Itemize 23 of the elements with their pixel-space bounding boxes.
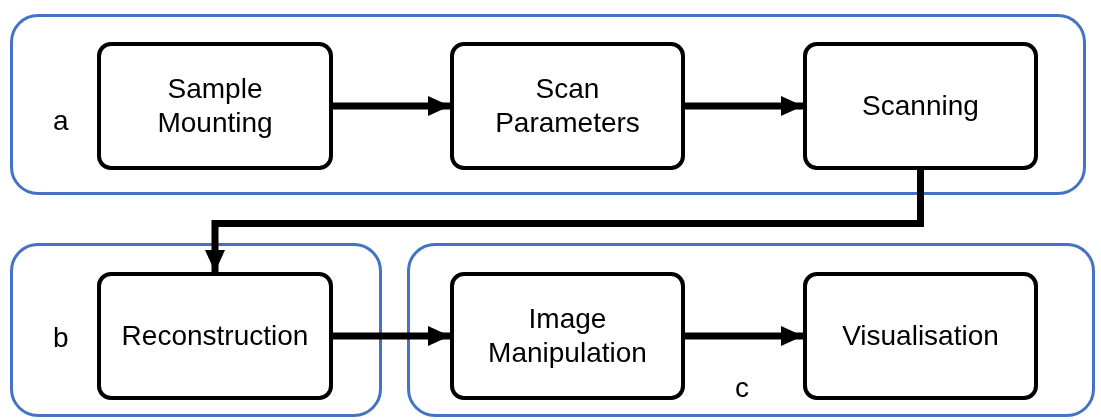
arrow bbox=[685, 96, 803, 116]
group-frame bbox=[407, 243, 1095, 417]
step-label: Sample Mounting bbox=[156, 72, 274, 140]
process-box bbox=[97, 272, 333, 400]
step-label: Reconstruction bbox=[121, 319, 309, 353]
process-box bbox=[97, 42, 333, 170]
group-letter: a bbox=[53, 107, 69, 135]
process-box bbox=[803, 42, 1038, 170]
process-box bbox=[803, 272, 1038, 400]
step-label: Image Manipulation bbox=[487, 302, 648, 370]
arrow bbox=[333, 326, 450, 346]
arrow bbox=[685, 326, 803, 346]
step-label: Scan Parameters bbox=[494, 72, 641, 140]
step-label: Scanning bbox=[862, 89, 979, 123]
arrow bbox=[205, 170, 924, 272]
arrow bbox=[333, 96, 450, 116]
process-box bbox=[450, 42, 685, 170]
group-frame bbox=[10, 243, 382, 417]
group-frame bbox=[10, 14, 1086, 195]
process-box bbox=[450, 272, 685, 400]
step-label: Visualisation bbox=[842, 319, 999, 353]
group-letter: b bbox=[53, 324, 69, 352]
group-letter: c bbox=[735, 374, 749, 402]
